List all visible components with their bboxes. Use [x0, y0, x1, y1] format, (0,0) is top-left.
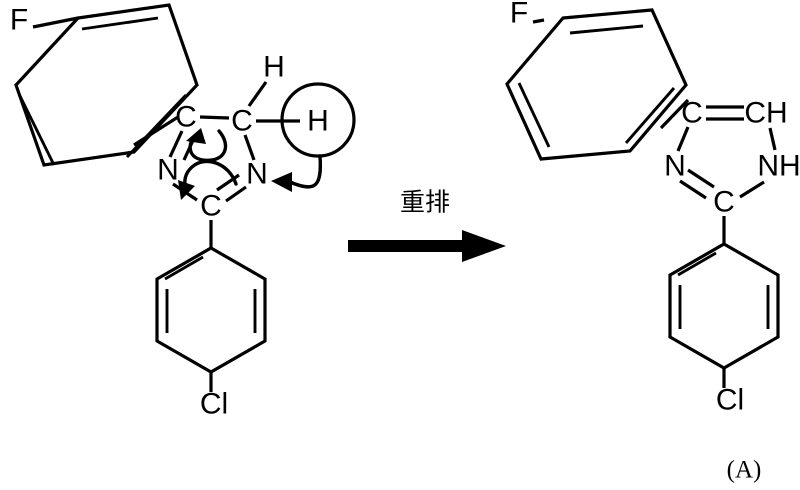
- reactant-fluorine-label: F: [10, 4, 28, 37]
- reaction-arrow-group: 重排: [348, 188, 506, 262]
- reactant-ring-atom-c5: C: [175, 101, 197, 134]
- ring-electron-arrowhead-lower: [178, 180, 195, 200]
- product-fluorine-label: F: [510, 0, 528, 30]
- reactant-ring-atom-c4: C: [231, 105, 253, 138]
- product-structure: F C CH NH C N: [505, 0, 800, 417]
- reactant-structure: F C C N C N H H: [10, 3, 356, 421]
- product-ring-atom-c5: C: [681, 97, 703, 130]
- reactant-fluorophenyl-ring: [14, 3, 199, 167]
- reactant-hydrogen-top: H: [263, 51, 285, 84]
- reactant-hydrogen-circled: H: [307, 105, 329, 138]
- product-chlorine-label: Cl: [716, 384, 744, 417]
- product-fluorophenyl-ring: [505, 8, 690, 161]
- reactant-chlorine-label: Cl: [200, 388, 228, 421]
- reactant-ring-atom-n1: N: [157, 154, 179, 187]
- product-ring-atom-n3: NH: [757, 150, 800, 183]
- reactant-ring-atom-c2: C: [200, 190, 222, 223]
- reaction-arrow: [348, 230, 506, 262]
- product-ring-atom-c2: C: [713, 186, 735, 219]
- product-triazole-ring: [676, 105, 777, 244]
- ring-electron-arrowhead-upper: [186, 128, 206, 144]
- product-ring-atom-n1: N: [664, 150, 686, 183]
- figure-caption-label: (A): [727, 457, 762, 484]
- hydride-shift-arrowhead: [271, 172, 292, 192]
- product-chlorophenyl-ring: [668, 242, 780, 388]
- reactant-ring-atom-n3: N: [246, 158, 268, 191]
- reaction-condition-label: 重排: [400, 188, 450, 217]
- hydride-shift-arrow: [288, 154, 323, 189]
- mechanism-arrows: [178, 128, 323, 200]
- circled-hydrogen-highlight: [280, 82, 356, 158]
- reactant-chlorophenyl-ring: [155, 246, 267, 392]
- product-ring-atom-c4: CH: [744, 97, 787, 130]
